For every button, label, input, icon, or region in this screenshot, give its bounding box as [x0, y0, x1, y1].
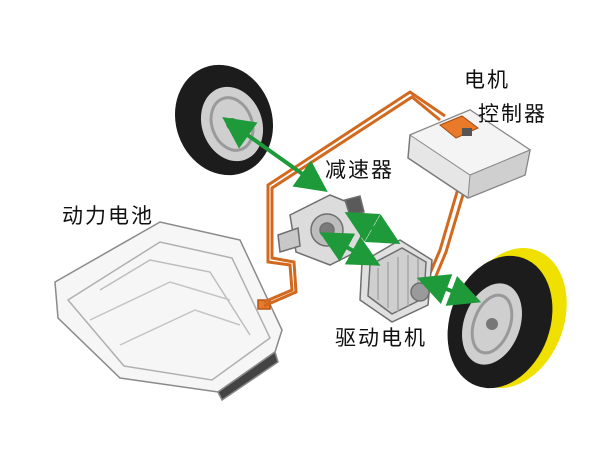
- drive-motor: [359, 239, 433, 323]
- label-reducer: 减速器: [325, 158, 394, 182]
- power-flow-arrows: [222, 117, 482, 306]
- label-power-battery: 动力电池: [62, 204, 154, 228]
- label-drive-motor: 驱动电机: [335, 326, 427, 350]
- battery-pack: [54, 221, 283, 402]
- wheel-rear-left: [174, 64, 274, 176]
- label-motor-controller-line2: 控制器: [478, 102, 547, 126]
- reducer-gearbox: [277, 194, 365, 266]
- wheel-front-right: [447, 248, 567, 389]
- motor-controller: [407, 109, 532, 199]
- label-motor-controller-line1: 电机: [464, 68, 510, 92]
